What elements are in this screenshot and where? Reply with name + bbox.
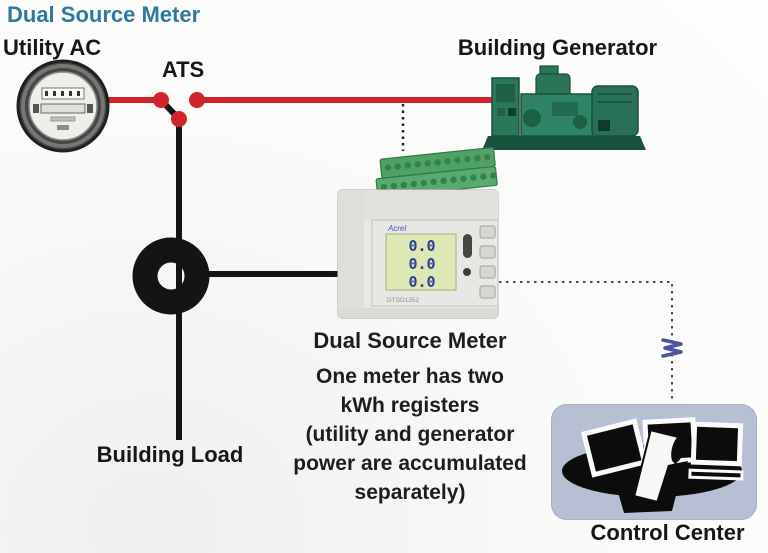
lcd-row-1: 0.0 [408, 237, 435, 255]
wire-comm-dotted [499, 281, 673, 402]
utility-meter-icon [16, 59, 110, 153]
ats-contact-common [171, 111, 187, 127]
control-center-box [551, 404, 757, 520]
dual-source-meter-device: Acrel 0.0 0.0 0.0 DTSD1352 [337, 147, 499, 319]
meter-lcd [385, 233, 457, 291]
meter-model: DTSD1352 [387, 297, 420, 304]
page-title: Dual Source Meter [7, 2, 201, 27]
label-building-load: Building Load [96, 442, 244, 467]
label-control-center: Control Center [590, 520, 745, 545]
control-center-icon [562, 417, 744, 513]
meter-buttons [479, 225, 496, 299]
label-ats: ATS [161, 57, 205, 82]
meter-annotation: One meter has two kWh registers (utility… [293, 365, 527, 504]
label-dual-source-meter: Dual Source Meter [313, 328, 507, 353]
meter-indicator-dot [463, 268, 471, 276]
comm-link-icon [661, 338, 683, 358]
label-utility-ac: Utility AC [3, 35, 102, 60]
lcd-row-3: 0.0 [408, 273, 435, 291]
meter-ir-port [463, 234, 472, 258]
building-generator-icon [482, 65, 646, 150]
meter-brand: Acrel [387, 224, 406, 233]
current-transformer-ring [132, 237, 210, 315]
ats-contact-generator [189, 92, 205, 108]
lcd-row-2: 0.0 [408, 255, 435, 273]
ats-contact-utility [153, 92, 169, 108]
label-building-generator: Building Generator [457, 35, 658, 60]
